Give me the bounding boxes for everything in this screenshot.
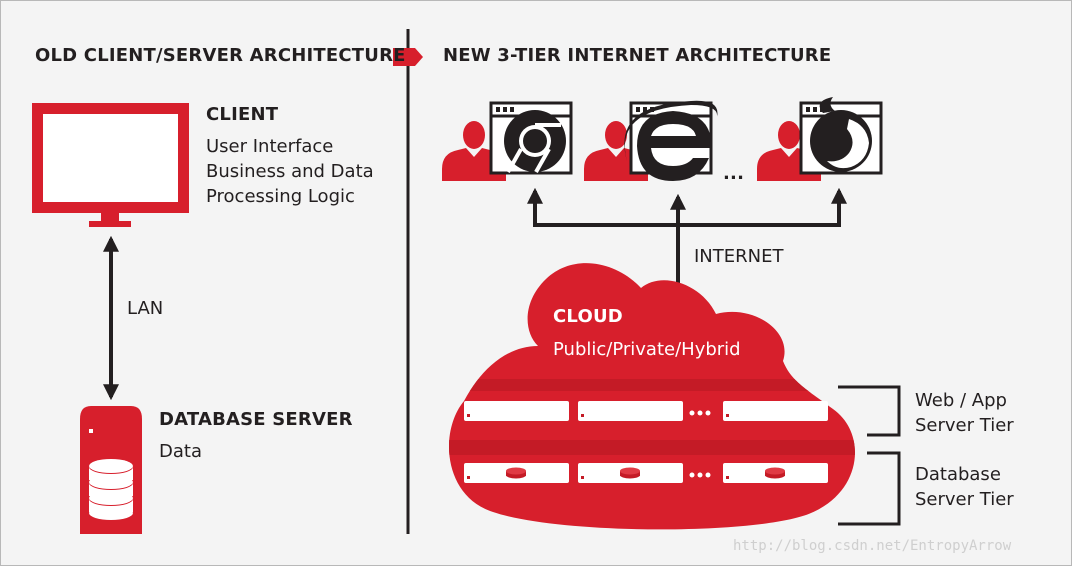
- web-tier-bracket: [838, 385, 901, 437]
- chrome-icon: [489, 101, 573, 175]
- server-unit: [578, 401, 683, 421]
- browser-ellipsis: ...: [723, 163, 745, 184]
- watermark: http://blog.csdn.net/EntropyArrow: [733, 538, 1012, 554]
- web-server-row: [464, 401, 828, 421]
- cloud-subtitle: Public/Private/Hybrid: [553, 339, 741, 360]
- database-unit: [464, 463, 569, 483]
- database-line: Data: [159, 441, 202, 462]
- user-ie: [584, 100, 718, 181]
- internet-label: INTERNET: [694, 246, 784, 267]
- client-line: Processing Logic: [206, 186, 355, 207]
- database-server-icon: [80, 406, 142, 534]
- client-line: Business and Data: [206, 161, 374, 182]
- web-tier-line: Web / App: [915, 390, 1007, 411]
- cloud-title: CLOUD: [553, 306, 623, 327]
- lan-label: LAN: [127, 298, 164, 319]
- user-firefox: [757, 97, 883, 181]
- heading-arrow-icon: [393, 48, 423, 66]
- internet-connector: [527, 187, 847, 227]
- database-unit: [723, 463, 828, 483]
- client-monitor-icon: [32, 103, 189, 227]
- web-tier-line: Server Tier: [915, 415, 1014, 436]
- database-server-row: [464, 463, 828, 483]
- user-chrome: [442, 101, 573, 181]
- database-unit: [578, 463, 683, 483]
- left-heading: OLD CLIENT/SERVER ARCHITECTURE: [35, 45, 406, 66]
- right-heading: NEW 3-TIER INTERNET ARCHITECTURE: [443, 45, 832, 66]
- server-unit: [464, 401, 569, 421]
- database-title: DATABASE SERVER: [159, 409, 353, 430]
- client-title: CLIENT: [206, 104, 279, 125]
- server-unit: [723, 401, 828, 421]
- db-tier-line: Database: [915, 464, 1001, 485]
- client-line: User Interface: [206, 136, 334, 157]
- firefox-icon: [799, 97, 883, 175]
- db-tier-bracket: [838, 451, 901, 526]
- db-tier-line: Server Tier: [915, 489, 1014, 510]
- internet-explorer-icon: [624, 100, 718, 181]
